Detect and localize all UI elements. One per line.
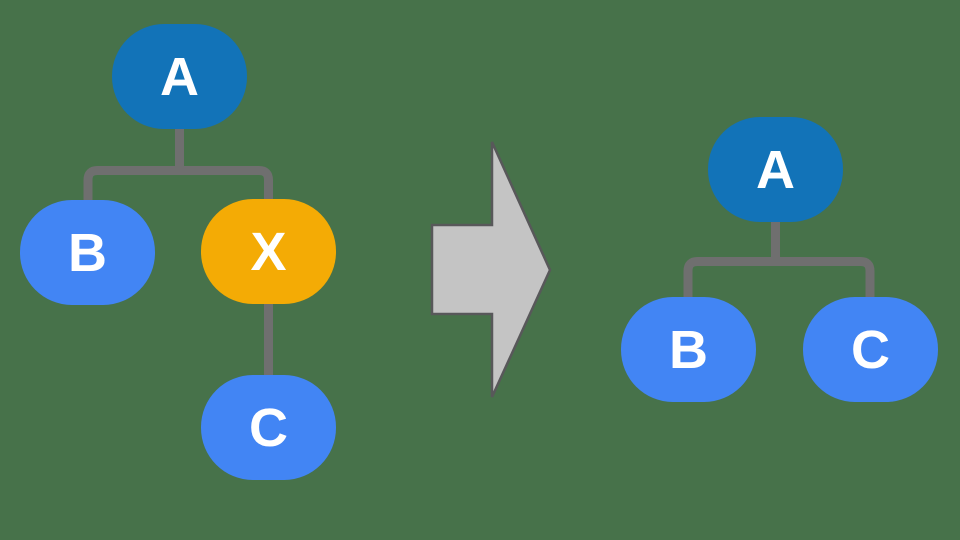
transform-arrow-icon — [430, 141, 552, 398]
after-tree-node-b: B — [621, 297, 756, 402]
after-tree-node-a: A — [708, 117, 843, 222]
after-tree-branch-connector — [683, 257, 875, 303]
before-tree-node-x-highlighted: X — [201, 199, 336, 304]
before-tree-node-a: A — [112, 24, 247, 129]
before-tree-node-c: C — [201, 375, 336, 480]
after-tree-node-c: C — [803, 297, 938, 402]
before-tree-node-b: B — [20, 200, 155, 305]
before-tree-branch-connector — [83, 166, 273, 206]
